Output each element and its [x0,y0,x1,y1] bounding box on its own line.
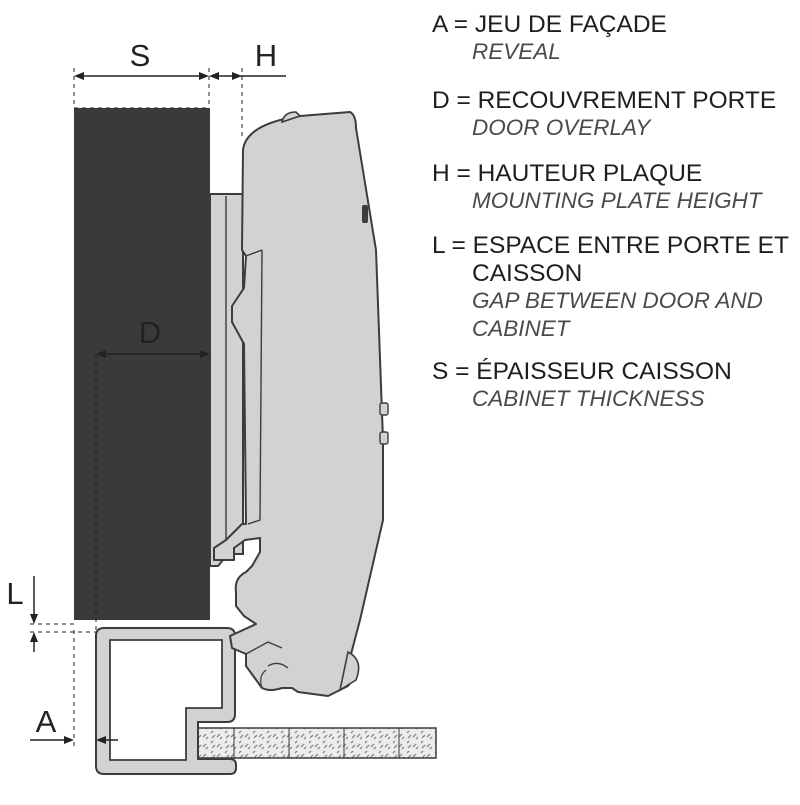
legend-l-fr-line1: L = ESPACE ENTRE PORTE ET [432,232,789,259]
label-s: S [130,38,151,73]
legend: A = JEU DE FAÇADE REVEAL D = RECOUVREMEN… [432,11,789,411]
legend-h-en: MOUNTING PLATE HEIGHT [472,188,764,213]
legend-a-en: REVEAL [472,39,561,64]
hinge-arm [213,111,389,697]
legend-h-fr: H = HAUTEUR PLAQUE [432,160,702,187]
legend-d-fr: D = RECOUVREMENT PORTE [432,87,776,114]
label-h: H [255,38,277,73]
label-a: A [36,704,57,739]
legend-l-en-line2: CABINET [472,316,572,341]
dimension-arrowheads [30,72,242,744]
label-d: D [139,315,161,350]
label-l: L [6,576,23,611]
legend-s-en: CABINET THICKNESS [472,386,705,411]
door-panel [74,108,210,620]
mounting-plate [209,193,244,567]
legend-a-fr: A = JEU DE FAÇADE [432,11,667,38]
legend-d-en: DOOR OVERLAY [472,115,652,140]
cabinet-panel [195,727,437,759]
legend-l-fr-line2: CAISSON [472,260,582,287]
legend-l-en-line1: GAP BETWEEN DOOR AND [472,288,763,313]
legend-s-fr: S = ÉPAISSEUR CAISSON [432,358,732,385]
cabinet-frame [95,627,237,775]
